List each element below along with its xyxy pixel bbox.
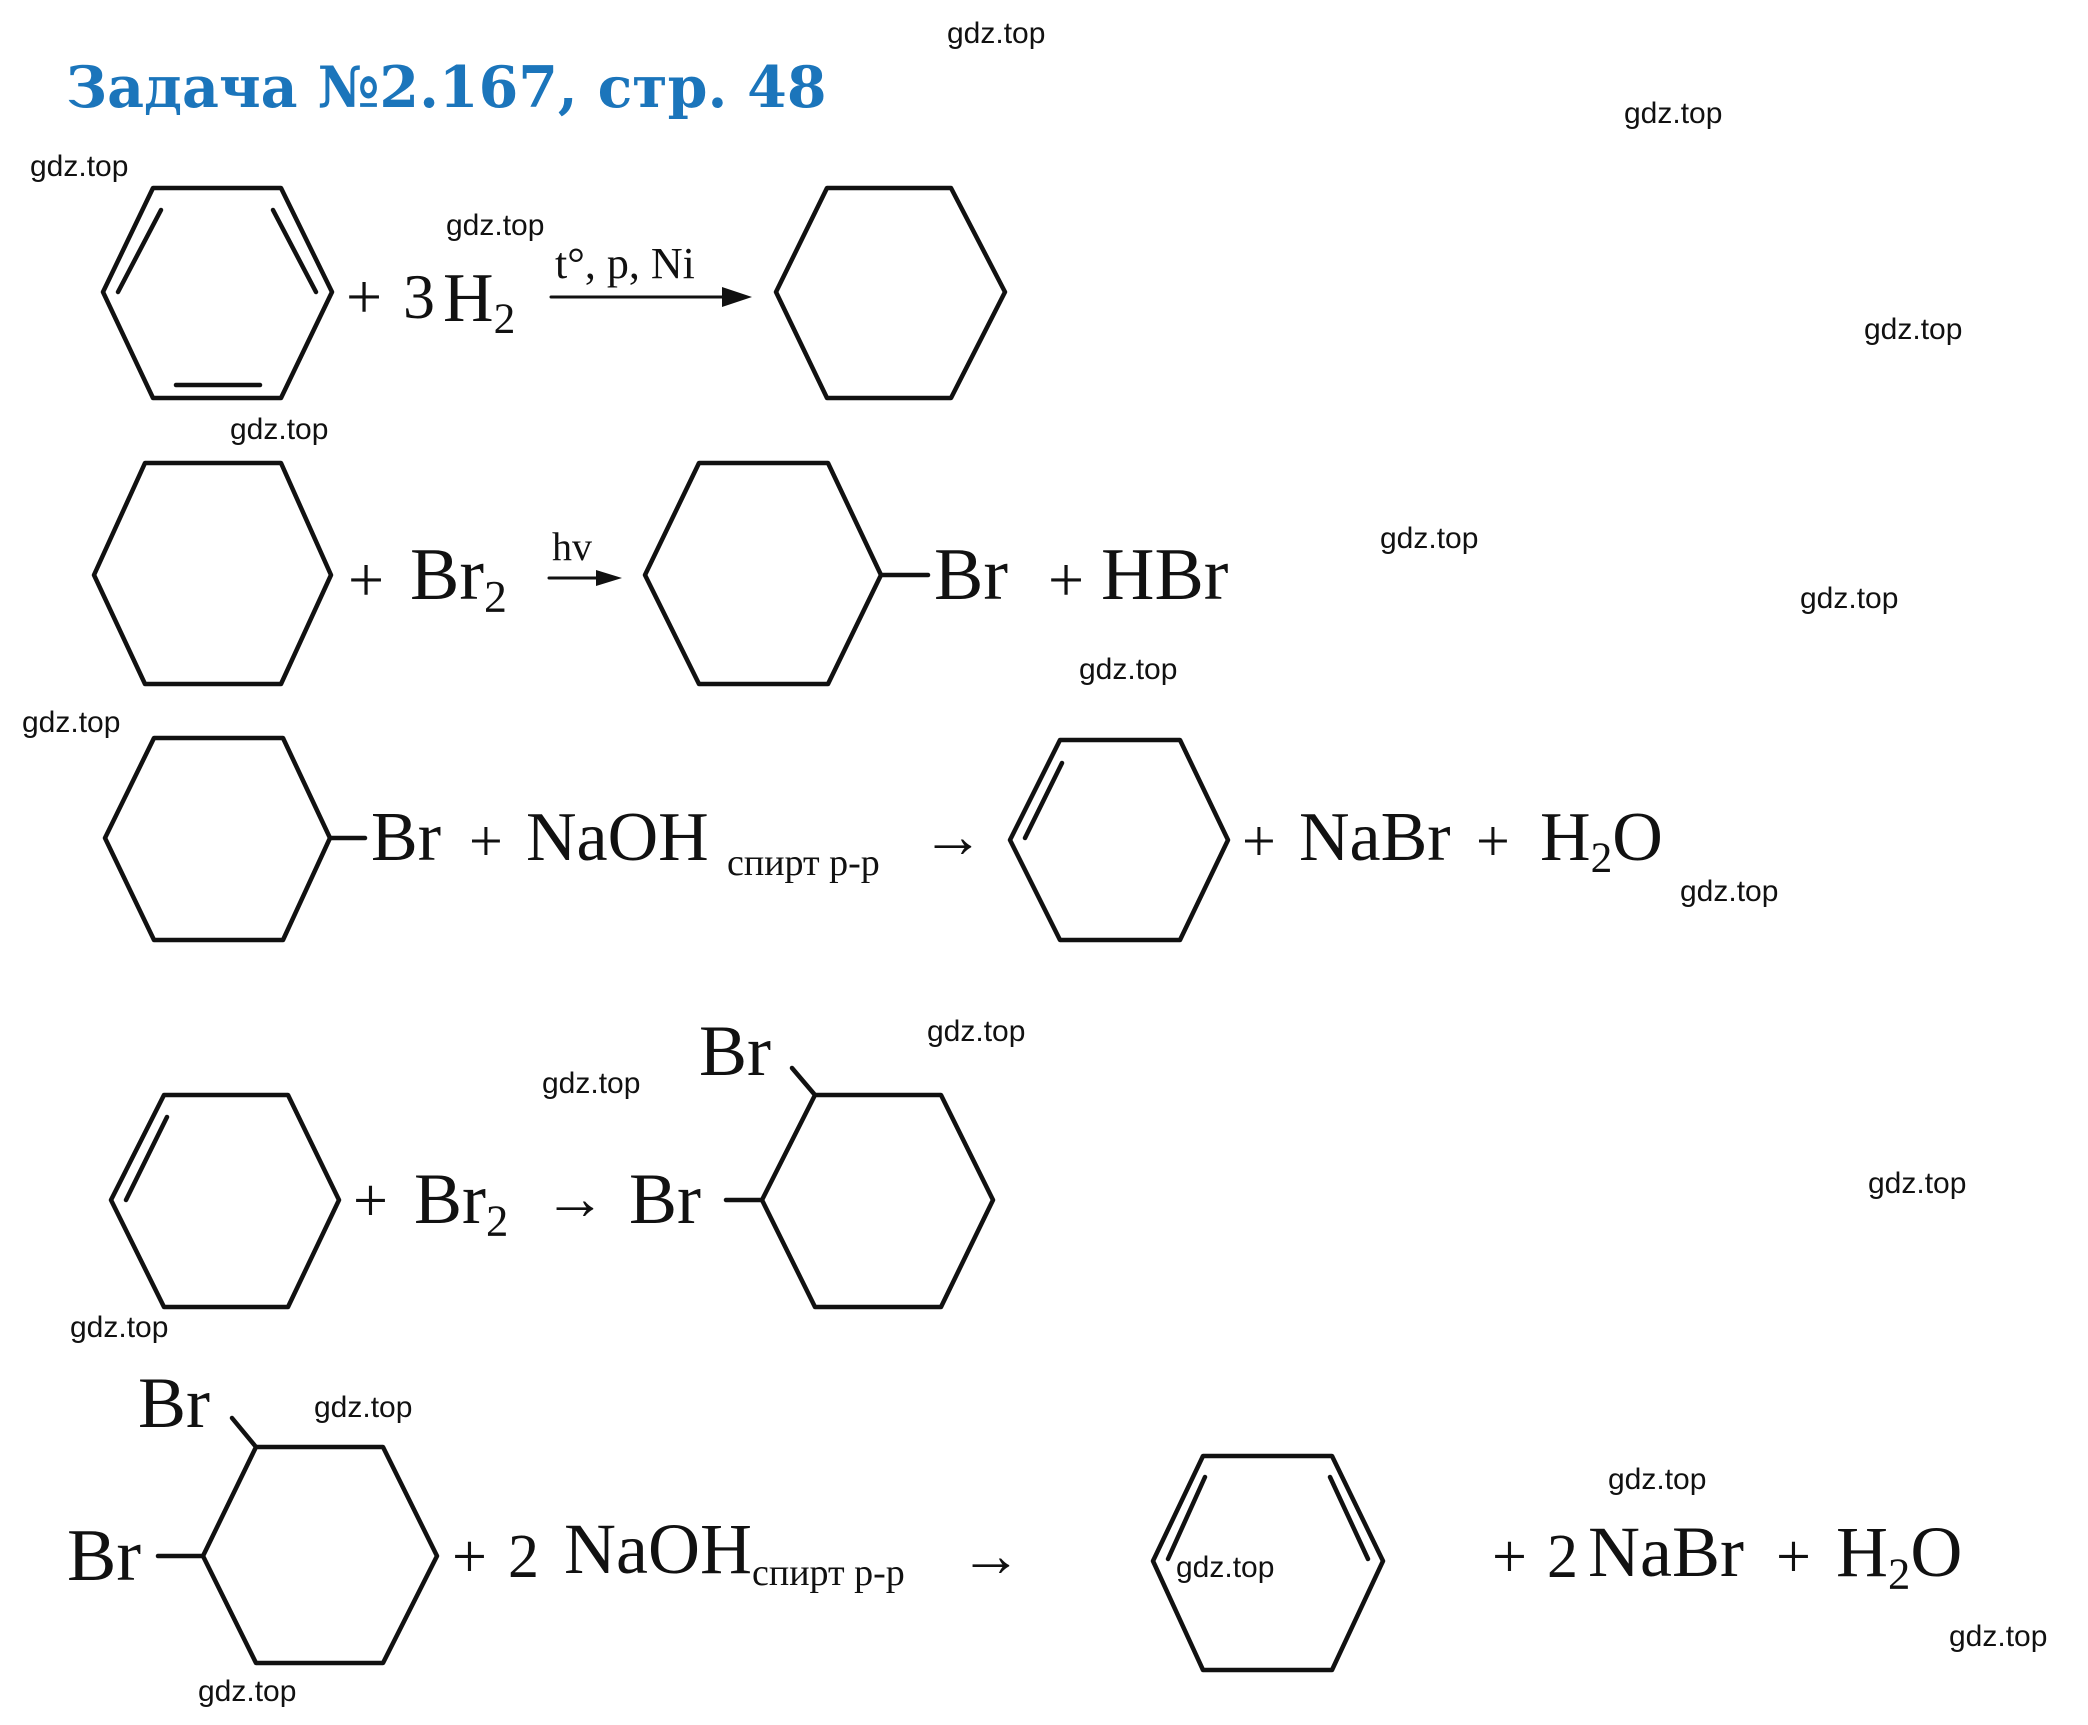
- reaction-arrow-3: →: [922, 803, 984, 871]
- plus-sign: +: [1242, 808, 1276, 874]
- coefficient: 2: [1547, 1523, 1578, 1591]
- watermark: gdz.top: [314, 1391, 413, 1424]
- water: H2O: [1836, 1512, 1963, 1599]
- plus-sign: +: [452, 1523, 487, 1591]
- sodium-hydroxide-reagent: NaOH: [564, 1509, 752, 1589]
- subscript: 2: [486, 1195, 509, 1246]
- subscript: 2: [484, 570, 507, 622]
- watermark: gdz.top: [1079, 653, 1178, 686]
- hydrogen-reagent: H2: [443, 260, 516, 344]
- watermark: gdz.top: [927, 1015, 1026, 1048]
- plus-sign: +: [1776, 1523, 1811, 1591]
- watermark: gdz.top: [947, 17, 1046, 50]
- bromine-reagent: Br2: [410, 534, 507, 622]
- coefficient: 3: [403, 261, 435, 332]
- sodium-hydroxide-reagent: NaOH: [526, 799, 709, 876]
- bromo-substituent: Br: [934, 534, 1008, 616]
- cyclohexadiene-ring-product: [1150, 1453, 1386, 1673]
- watermark: gdz.top: [230, 413, 329, 446]
- watermark: gdz.top: [1624, 97, 1723, 130]
- watermark: gdz.top: [70, 1311, 169, 1344]
- cyclohexane-ring-2: [91, 460, 334, 687]
- cyclohexene-ring-reactant: [108, 1092, 342, 1310]
- plus-sign: +: [1476, 808, 1510, 874]
- bromo-substituent: Br: [138, 1363, 210, 1443]
- watermark: gdz.top: [1176, 1551, 1275, 1584]
- page-title: Задача №2.167, стр. 48: [66, 54, 827, 121]
- dibromocyclohexane-ring-product: [723, 1065, 996, 1310]
- bromocyclohexane-ring: [642, 460, 931, 687]
- cyclohexene-ring-product: [1007, 737, 1231, 943]
- bromocyclohexane-ring-reactant: [102, 735, 368, 943]
- bromo-substituent: Br: [67, 1515, 141, 1597]
- cyclohexane-ring-product-1: [773, 185, 1008, 401]
- water: H2O: [1540, 799, 1663, 883]
- watermark: gdz.top: [542, 1067, 641, 1100]
- plus-sign: +: [1048, 544, 1085, 615]
- reagent-note: спирт р-р: [752, 1552, 905, 1594]
- watermark: gdz.top: [1864, 313, 1963, 346]
- reaction-arrow-2: [547, 570, 622, 586]
- benzene-ring: [100, 185, 335, 401]
- watermark: gdz.top: [1380, 522, 1479, 555]
- reaction-conditions: t°, p, Ni: [555, 239, 695, 288]
- plus-sign: +: [1492, 1523, 1527, 1591]
- plus-sign: +: [348, 544, 385, 615]
- bromo-substituent: Br: [629, 1159, 701, 1239]
- watermark: gdz.top: [1800, 582, 1899, 615]
- reaction-arrow-1: [549, 287, 752, 307]
- plus-sign: +: [353, 1167, 388, 1235]
- bromine-reagent: Br2: [414, 1159, 509, 1246]
- bromo-substituent: Br: [371, 799, 441, 876]
- coefficient: 2: [508, 1523, 539, 1591]
- watermark: gdz.top: [1608, 1463, 1707, 1496]
- bromo-substituent: Br: [699, 1011, 771, 1091]
- watermark: gdz.top: [1949, 1620, 2048, 1653]
- watermark: gdz.top: [198, 1675, 297, 1708]
- subscript: 2: [1888, 1548, 1911, 1599]
- sodium-bromide: NaBr: [1588, 1512, 1744, 1592]
- subscript: 2: [493, 295, 516, 344]
- reaction-arrow-4: →: [544, 1165, 606, 1233]
- subscript: 2: [1590, 834, 1613, 883]
- plus-sign: +: [346, 261, 383, 332]
- reaction-arrow-5: →: [960, 1522, 1022, 1590]
- reagent-note: спирт р-р: [727, 842, 880, 884]
- watermark: gdz.top: [1680, 875, 1779, 908]
- watermark: gdz.top: [30, 150, 129, 183]
- watermark: gdz.top: [446, 209, 545, 242]
- dibromocyclohexane-ring-reactant: [155, 1415, 440, 1666]
- watermark: gdz.top: [22, 706, 121, 739]
- reaction-conditions: hv: [552, 524, 592, 569]
- sodium-bromide: NaBr: [1299, 799, 1451, 876]
- watermark: gdz.top: [1868, 1167, 1967, 1200]
- hydrogen-bromide: HBr: [1101, 534, 1229, 616]
- plus-sign: +: [469, 808, 503, 874]
